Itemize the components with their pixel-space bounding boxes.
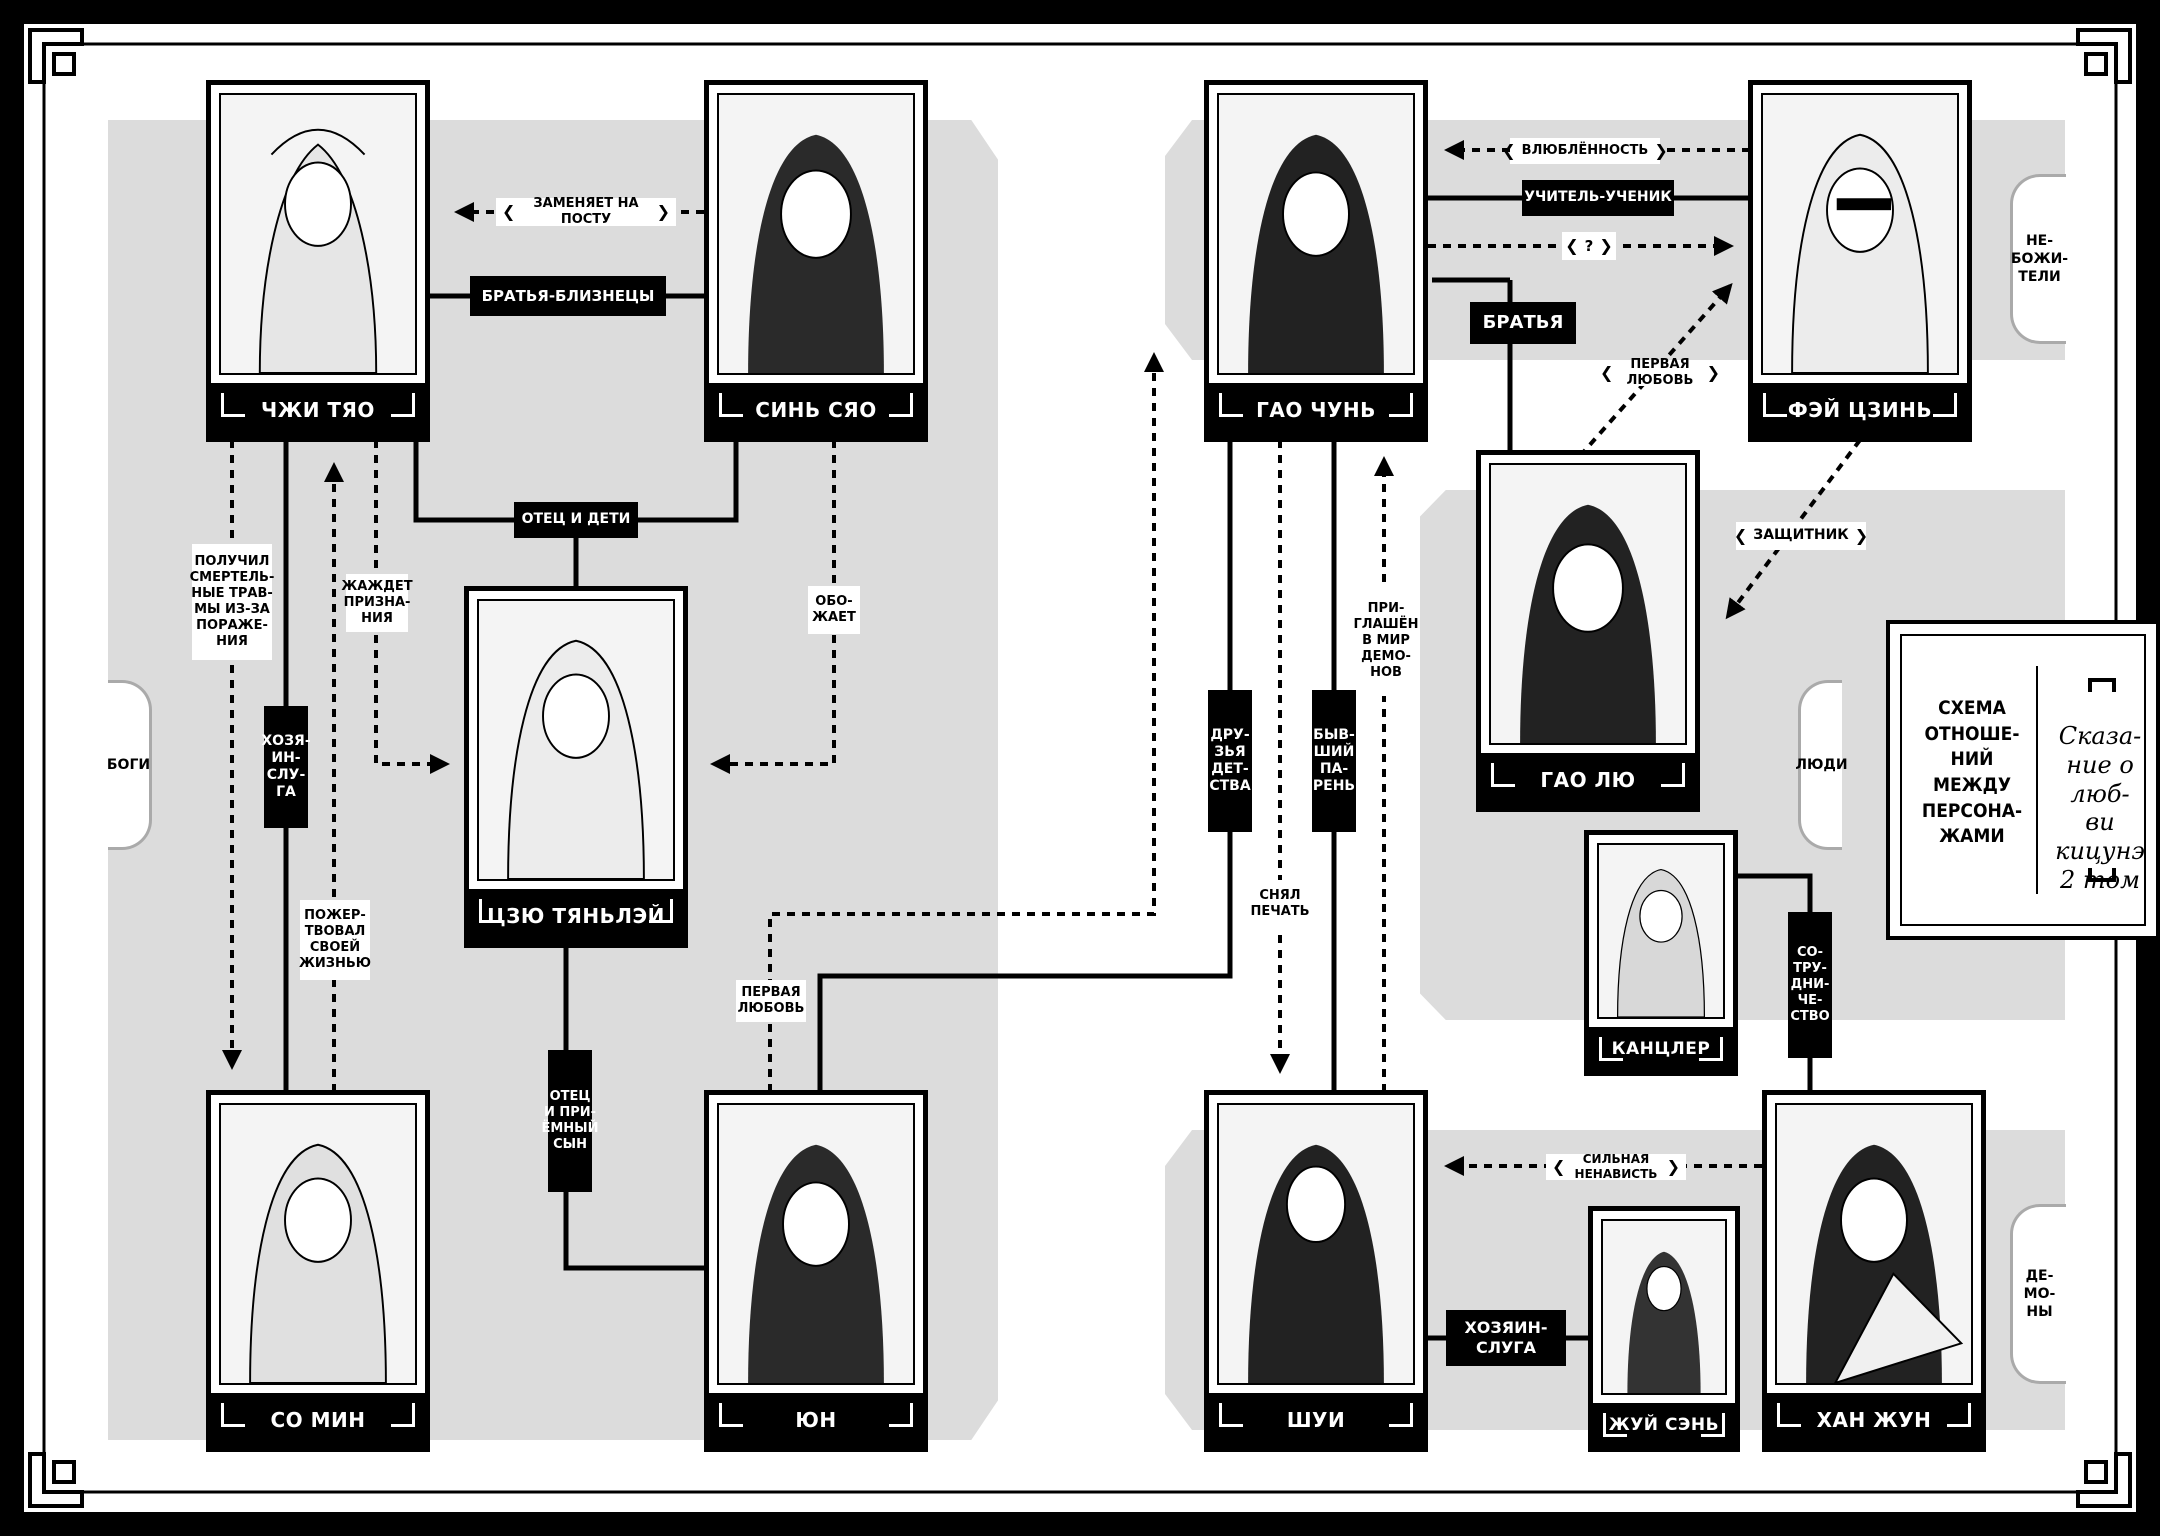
name-fei-jing: ФЭЙ ЦЗИНЬ (1753, 383, 1967, 437)
card-fei-jing: ФЭЙ ЦЗИНЬ (1748, 80, 1972, 442)
name-zhi-tiao: ЧЖИ ТЯО (211, 383, 425, 437)
card-jiu-tianlei: ЦЗЮ ТЯНЬЛЭЙ (464, 586, 688, 948)
label-sacrificed: ПОЖЕР- ТВОВАЛ СВОЕЙ ЖИЗНЬЮ (299, 900, 371, 980)
bracket-top (2088, 678, 2116, 692)
relation-twins: БРАТЬЯ-БЛИЗНЕЦЫ (470, 276, 666, 316)
card-xin-xiao: СИНЬ СЯО (704, 80, 928, 442)
portrait-han-rong (1775, 1103, 1973, 1385)
relation-master-servant-1: ХОЗЯ- ИН- СЛУ- ГА (261, 706, 311, 828)
name-chancellor: КАНЦЛЕР (1589, 1027, 1733, 1071)
category-immortals: НЕ- БОЖИ- ТЕЛИ (2010, 174, 2068, 344)
label-craves: ЖАЖДЕТ ПРИЗНА- НИЯ (341, 574, 413, 632)
name-gao-chun: ГАО ЧУНЬ (1209, 383, 1423, 437)
card-gao-chun: ГАО ЧУНЬ (1204, 80, 1428, 442)
relation-master-servant-2: ХОЗЯИН- СЛУГА (1446, 1310, 1566, 1366)
card-chancellor: КАНЦЛЕР (1584, 830, 1738, 1076)
name-yun: ЮН (709, 1393, 923, 1447)
label-first-love-1: ПЕРВАЯ ЛЮБОВЬ (736, 980, 806, 1022)
category-gods: БОГИ (107, 680, 152, 850)
name-han-rong: ХАН ЖУН (1767, 1393, 1981, 1447)
relation-ex-boyfriend: БЫВ- ШИЙ ПА- РЕНЬ (1312, 690, 1356, 832)
card-rui-sen: ЖУЙ СЭНЬ (1588, 1206, 1740, 1452)
relation-father-children: ОТЕЦ И ДЕТИ (514, 502, 638, 538)
name-jiu-tianlei: ЦЗЮ ТЯНЬЛЭЙ (469, 889, 683, 943)
card-gao-liu: ГАО ЛЮ (1476, 450, 1700, 812)
title-box: СХЕМА ОТНОШЕ- НИЙ МЕЖДУ ПЕРСОНА- ЖАМИ Ск… (1886, 620, 2160, 940)
relation-teacher-student: УЧИТЕЛЬ-УЧЕНИК (1522, 180, 1674, 216)
category-humans: ЛЮДИ (1795, 680, 1848, 850)
card-shui: ШУИ (1204, 1090, 1428, 1452)
card-zhi-tiao: ЧЖИ ТЯО (206, 80, 430, 442)
title-box-inner: СХЕМА ОТНОШЕ- НИЙ МЕЖДУ ПЕРСОНА- ЖАМИ Ск… (1900, 634, 2146, 926)
portrait-gao-liu (1489, 463, 1687, 745)
book-title: Сказа- ние о люб- ви кицунэ 2 том (2055, 722, 2145, 894)
card-so-min: СО МИН (206, 1090, 430, 1452)
card-han-rong: ХАН ЖУН (1762, 1090, 1986, 1452)
portrait-jiu-tianlei (477, 599, 675, 881)
portrait-so-min (219, 1103, 417, 1385)
portrait-rui-sen (1601, 1219, 1727, 1395)
portrait-xin-xiao (717, 93, 915, 375)
label-question: ? (1562, 232, 1616, 260)
label-love: ВЛЮБЛЁННОСТЬ (1510, 138, 1660, 164)
name-so-min: СО МИН (211, 1393, 425, 1447)
category-demons: ДЕ- МО- НЫ (2010, 1204, 2066, 1384)
portrait-gao-chun (1217, 93, 1415, 375)
relation-brothers: БРАТЬЯ (1470, 302, 1576, 344)
label-invited: ПРИ- ГЛАШЁН В МИР ДЕМО- НОВ (1354, 586, 1418, 696)
label-broke-seal: СНЯЛ ПЕЧАТЬ (1246, 880, 1314, 928)
relation-childhood-friends: ДРУ- ЗЬЯ ДЕТ- СТВА (1208, 690, 1252, 832)
relation-father-adopted-son: ОТЕЦ И ПРИ- ЁМНЫЙ СЫН (541, 1050, 599, 1192)
label-hatred: СИЛЬНАЯ НЕНАВИСТЬ (1546, 1152, 1686, 1181)
title-divider (2036, 666, 2038, 894)
label-first-love-2: ПЕРВАЯ ЛЮБОВЬ (1594, 357, 1726, 388)
card-yun: ЮН (704, 1090, 928, 1452)
label-protector: ЗАЩИТНИК (1736, 522, 1866, 550)
label-replaces: ЗАМЕНЯЕТ НА ПОСТУ (496, 196, 676, 227)
portrait-zhi-tiao (219, 93, 417, 375)
label-got-wounds: ПОЛУЧИЛ СМЕРТЕЛЬ- НЫЕ ТРАВ- МЫ ИЗ-ЗА ПОР… (190, 544, 274, 660)
portrait-chancellor (1597, 843, 1725, 1019)
portrait-fei-jing (1761, 93, 1959, 375)
name-shui: ШУИ (1209, 1393, 1423, 1447)
bracket-bottom (2088, 868, 2116, 882)
relation-cooperation: СО- ТРУ- ДНИ- ЧЕ- СТВО (1788, 912, 1832, 1058)
name-xin-xiao: СИНЬ СЯО (709, 383, 923, 437)
scheme-label: СХЕМА ОТНОШЕ- НИЙ МЕЖДУ ПЕРСОНА- ЖАМИ (1921, 697, 2023, 848)
portrait-shui (1217, 1103, 1415, 1385)
name-gao-liu: ГАО ЛЮ (1481, 753, 1695, 807)
portrait-yun (717, 1103, 915, 1385)
label-adores: ОБО- ЖАЕТ (808, 586, 860, 634)
name-rui-sen: ЖУЙ СЭНЬ (1593, 1403, 1735, 1447)
